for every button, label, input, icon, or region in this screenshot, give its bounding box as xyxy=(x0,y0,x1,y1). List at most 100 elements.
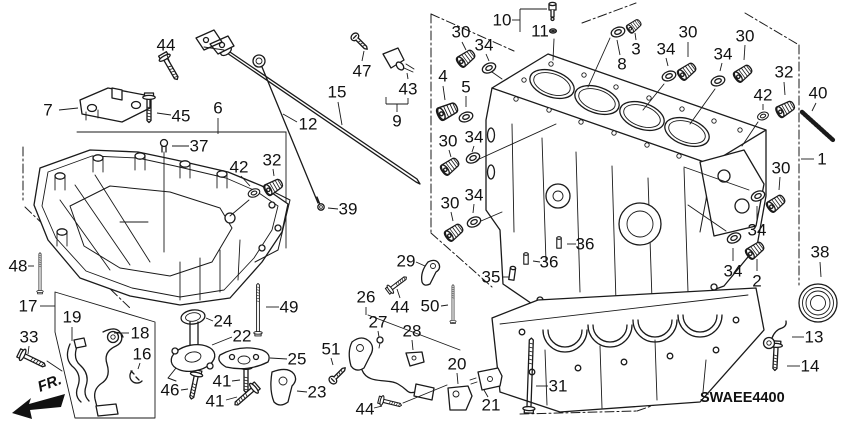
callout-33: 33 xyxy=(20,328,39,347)
assembly-line xyxy=(480,211,503,222)
pin-37 xyxy=(159,138,169,148)
callout-12: 12 xyxy=(299,115,318,134)
callout-3: 3 xyxy=(631,40,640,59)
callout-26: 26 xyxy=(357,288,376,307)
callout-27: 27 xyxy=(369,313,388,332)
callout-leader xyxy=(330,357,334,366)
lower-block-bearing-ladder-drawing xyxy=(491,287,765,413)
callout-35: 35 xyxy=(482,268,501,287)
callout-leader xyxy=(337,101,343,126)
oil-pan-drawing xyxy=(33,149,291,306)
callout-51: 51 xyxy=(322,340,341,359)
callout-34: 34 xyxy=(465,128,484,147)
callout-leader xyxy=(461,41,467,51)
callout-leader xyxy=(472,203,475,214)
assembly-line xyxy=(402,384,448,404)
callout-11: 11 xyxy=(531,22,549,41)
callout-30: 30 xyxy=(452,23,471,42)
callout-leader xyxy=(327,207,339,210)
clip-27 xyxy=(376,336,384,344)
callout-46: 46 xyxy=(161,381,180,400)
assembly-line xyxy=(552,38,555,61)
callout-leader xyxy=(485,53,490,62)
stud-40 xyxy=(799,109,836,143)
assembly-line xyxy=(203,46,225,51)
callout-34: 34 xyxy=(657,40,676,59)
callout-leader xyxy=(377,330,380,338)
callout-37: 37 xyxy=(190,137,209,156)
assembly-line xyxy=(491,71,503,80)
phantom-line xyxy=(581,2,637,24)
callout-48: 48 xyxy=(9,257,28,276)
clamp-43-drawing xyxy=(382,47,415,73)
callout-19: 19 xyxy=(63,308,82,327)
callout-5: 5 xyxy=(461,78,470,97)
callout-10: 10 xyxy=(493,11,512,30)
callout-leader xyxy=(665,57,669,67)
callout-6: 6 xyxy=(213,99,222,118)
assembly-line xyxy=(476,123,557,161)
callout-45: 45 xyxy=(172,107,191,126)
callout-2: 2 xyxy=(752,272,761,291)
callout-34: 34 xyxy=(748,221,767,240)
callout-leader xyxy=(634,32,637,41)
stay-19 xyxy=(66,343,90,403)
callout-7: 7 xyxy=(43,101,52,120)
assembly-line xyxy=(689,88,716,125)
assembly-line xyxy=(741,121,759,147)
callout-leader xyxy=(483,389,489,398)
callout-28: 28 xyxy=(403,322,422,341)
oil-pan-drain-boss xyxy=(224,212,236,224)
bracket-20 xyxy=(447,385,473,411)
oil-pan-bolt-towers xyxy=(54,152,228,247)
callout-39: 39 xyxy=(339,200,358,219)
deck-bolt-holes xyxy=(513,61,743,159)
harness-bracket-7-drawing xyxy=(79,87,151,123)
callout-30: 30 xyxy=(441,194,460,213)
callout-leader xyxy=(269,357,288,360)
phantom-line xyxy=(430,13,515,52)
callout-22: 22 xyxy=(233,327,252,346)
phantom-line xyxy=(430,232,493,288)
callout-leader xyxy=(471,145,475,153)
callout-47: 47 xyxy=(353,62,372,81)
callout-leader xyxy=(719,62,723,72)
assembly-line xyxy=(683,166,750,191)
callout-42: 42 xyxy=(754,86,773,105)
callout-30: 30 xyxy=(772,159,791,178)
group-boundary-solid-lines xyxy=(76,131,287,249)
callout-leader xyxy=(456,372,459,385)
callout-leader xyxy=(205,317,214,322)
callout-29: 29 xyxy=(397,252,416,271)
fr-arrow-icon xyxy=(12,394,65,419)
callout-leader xyxy=(225,396,238,401)
callout-30: 30 xyxy=(439,132,458,151)
callout-leader xyxy=(272,168,275,177)
callout-leader xyxy=(282,113,298,123)
callout-leader xyxy=(442,85,446,101)
callout-32: 32 xyxy=(263,151,282,170)
callout-leader xyxy=(406,72,409,80)
callout-leader xyxy=(616,39,621,56)
callout-leader xyxy=(156,112,172,116)
assembly-line xyxy=(229,199,250,217)
callout-leader xyxy=(448,149,452,158)
callout-8: 8 xyxy=(617,55,626,74)
callout-20: 20 xyxy=(448,355,467,374)
callout-18: 18 xyxy=(131,324,150,343)
callout-leader xyxy=(137,362,141,370)
callout-43: 43 xyxy=(399,80,418,99)
callout-13: 13 xyxy=(805,328,824,347)
callout-14: 14 xyxy=(801,357,820,376)
assembly-line xyxy=(642,83,665,111)
oil-jet-10-11-drawing xyxy=(548,1,558,34)
callout-50: 50 xyxy=(421,297,440,316)
callout-36: 36 xyxy=(540,253,559,272)
front-direction-marker: FR. xyxy=(12,371,65,419)
cylinder-block-drawing xyxy=(485,53,767,319)
callout-leader xyxy=(27,345,30,355)
callout-leader xyxy=(240,175,251,187)
callout-38: 38 xyxy=(811,243,830,262)
callout-44: 44 xyxy=(391,298,410,317)
